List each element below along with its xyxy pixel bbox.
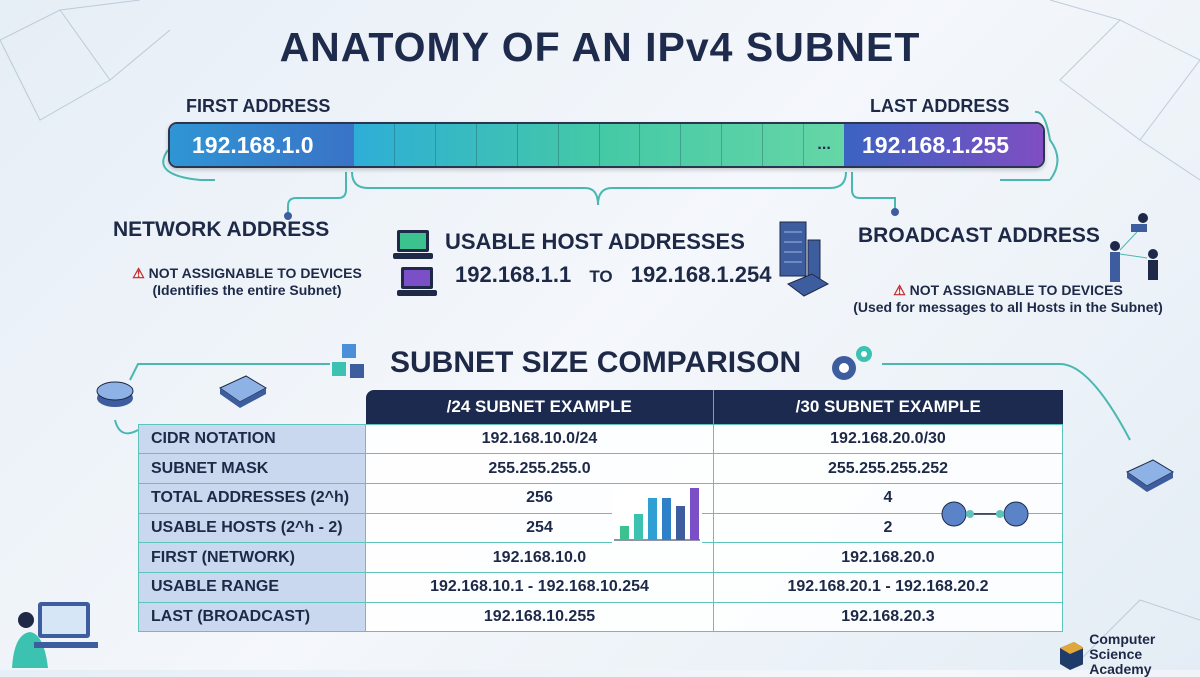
first-address-label: FIRST ADDRESS (186, 96, 331, 116)
broadcast-warning-text: NOT ASSIGNABLE TO DEVICES (909, 282, 1123, 298)
network-note: (Identifies the entire Subnet) (152, 282, 342, 298)
broadcast-note: (Used for messages to all Hosts in the S… (853, 299, 1163, 315)
host-cell (763, 124, 805, 166)
host-cell (395, 124, 436, 166)
logo-line1: Computer Science (1089, 631, 1156, 662)
warning-icon: ⚠ (893, 282, 906, 298)
cell-30: 192.168.20.0/30 (713, 423, 1063, 455)
warning-icon: ⚠ (132, 265, 145, 281)
host-cell (436, 124, 477, 166)
host-cell (640, 124, 682, 166)
usable-to: TO (589, 267, 613, 286)
host-cell (518, 124, 559, 166)
row-label: USABLE RANGE (138, 571, 366, 603)
cell-30: 4 (713, 482, 1063, 514)
cell-24: 192.168.10.0 (365, 542, 714, 573)
usable-range: 192.168.1.1 TO 192.168.1.254 (455, 262, 772, 288)
router-icon (96, 381, 134, 407)
row-label: TOTAL ADDRESSES (2^h) (138, 482, 366, 514)
broadcast-warning: ⚠ NOT ASSIGNABLE TO DEVICES(Used for mes… (838, 282, 1178, 315)
first-address-segment: 192.168.1.0 (170, 124, 354, 166)
cell-30: 192.168.20.0 (713, 542, 1063, 573)
modem-icon (1126, 459, 1175, 492)
column-header-24: /24 SUBNET EXAMPLE (365, 390, 714, 424)
host-cell (722, 124, 764, 166)
ellipsis-cell: ... (817, 136, 831, 153)
bar-chart-icon (612, 484, 702, 544)
cell-30: 192.168.20.1 - 192.168.20.2 (713, 571, 1063, 603)
last-address-segment: 192.168.1.255 (844, 124, 1043, 166)
laptop-icon (393, 230, 433, 259)
server-icon (779, 221, 830, 297)
host-cell (354, 124, 395, 166)
page-title: ANATOMY OF AN IPv4 SUBNET (279, 24, 921, 70)
laptop-icon (397, 267, 437, 296)
subnet-comparison-table: /24 SUBNET EXAMPLE /30 SUBNET EXAMPLE CI… (138, 390, 1063, 633)
comparison-title: SUBNET SIZE COMPARISON (390, 346, 802, 379)
cell-24: 255.255.255.0 (365, 453, 714, 484)
row-label: SUBNET MASK (138, 453, 366, 484)
host-cell (477, 124, 518, 166)
row-label: LAST (BROADCAST) (138, 601, 366, 633)
network-warning: ⚠ NOT ASSIGNABLE TO DEVICES(Identifies t… (112, 265, 382, 298)
column-header-30: /30 SUBNET EXAMPLE (713, 390, 1063, 424)
last-address-label: LAST ADDRESS (870, 96, 1010, 116)
usable-end: 192.168.1.254 (630, 262, 772, 287)
cell-30: 192.168.20.3 (713, 601, 1063, 633)
row-label: FIRST (NETWORK) (138, 542, 366, 573)
cubes-icon (332, 344, 364, 378)
people-network-icon (1110, 213, 1158, 282)
bars (620, 488, 699, 540)
cell-30: 255.255.255.252 (713, 453, 1063, 484)
host-cell (681, 124, 723, 166)
cell-30: 2 (713, 512, 1063, 544)
row-label: USABLE HOSTS (2^h - 2) (138, 512, 366, 544)
cell-24: 192.168.10.255 (365, 601, 714, 633)
network-warning-text: NOT ASSIGNABLE TO DEVICES (148, 265, 362, 281)
usable-host-title: USABLE HOST ADDRESSES (445, 229, 745, 254)
gears-icon (832, 346, 872, 380)
address-range-bar: 192.168.1.0 ... 192.168.1.255 (168, 122, 1045, 168)
switch-icon (219, 375, 268, 408)
broadcast-address-title: BROADCAST ADDRESS (858, 224, 1100, 247)
row-label: CIDR NOTATION (138, 423, 366, 455)
host-cell (600, 124, 641, 166)
cell-24: 192.168.10.0/24 (365, 423, 714, 455)
host-cells: ... (354, 124, 844, 166)
blank-header (139, 390, 366, 424)
network-address-title: NETWORK ADDRESS (113, 218, 330, 241)
usable-start: 192.168.1.1 (455, 262, 572, 287)
book-cube-icon (1060, 641, 1084, 670)
host-cell (559, 124, 600, 166)
cell-24: 192.168.10.1 - 192.168.10.254 (365, 571, 714, 603)
router-link-icon (941, 501, 1029, 527)
developer-illustration (12, 602, 98, 668)
